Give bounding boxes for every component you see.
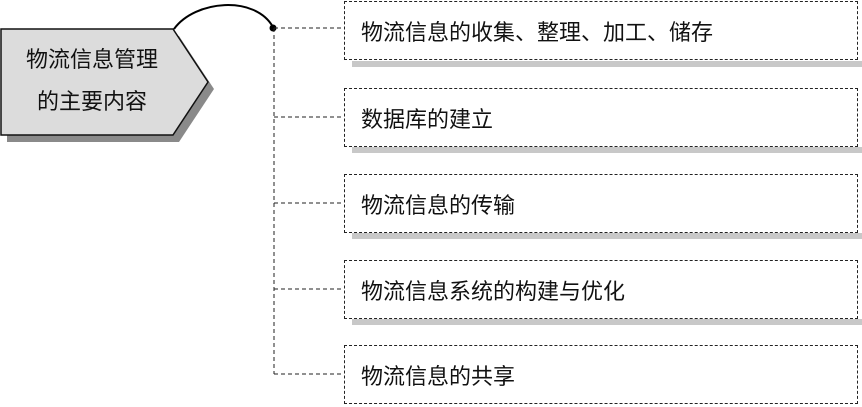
- item-label: 物流信息的共享: [361, 364, 516, 390]
- curve-connector: [173, 4, 274, 30]
- item-label: 物流信息系统的构建与优化: [361, 279, 626, 305]
- root-title: 物流信息管理 的主要内容: [8, 40, 176, 124]
- item-label: 物流信息的传输: [361, 193, 516, 219]
- item-label: 物流信息的收集、整理、加工、储存: [361, 20, 714, 46]
- item-box: 数据库的建立: [344, 88, 858, 147]
- root-shape: [0, 28, 209, 136]
- box-shadow: [352, 233, 862, 239]
- item-label: 数据库的建立: [361, 107, 494, 133]
- item-box: 物流信息的传输: [344, 174, 858, 233]
- root-title-line2: 的主要内容: [36, 90, 147, 115]
- box-shadow: [352, 319, 862, 325]
- item-box: 物流信息的共享: [344, 345, 858, 404]
- item-box: 物流信息的收集、整理、加工、储存: [344, 1, 858, 60]
- box-shadow: [352, 147, 862, 153]
- root-title-line1: 物流信息管理: [25, 48, 158, 73]
- box-shadow: [352, 61, 862, 67]
- junction-dot: [269, 24, 277, 32]
- item-box: 物流信息系统的构建与优化: [344, 260, 858, 319]
